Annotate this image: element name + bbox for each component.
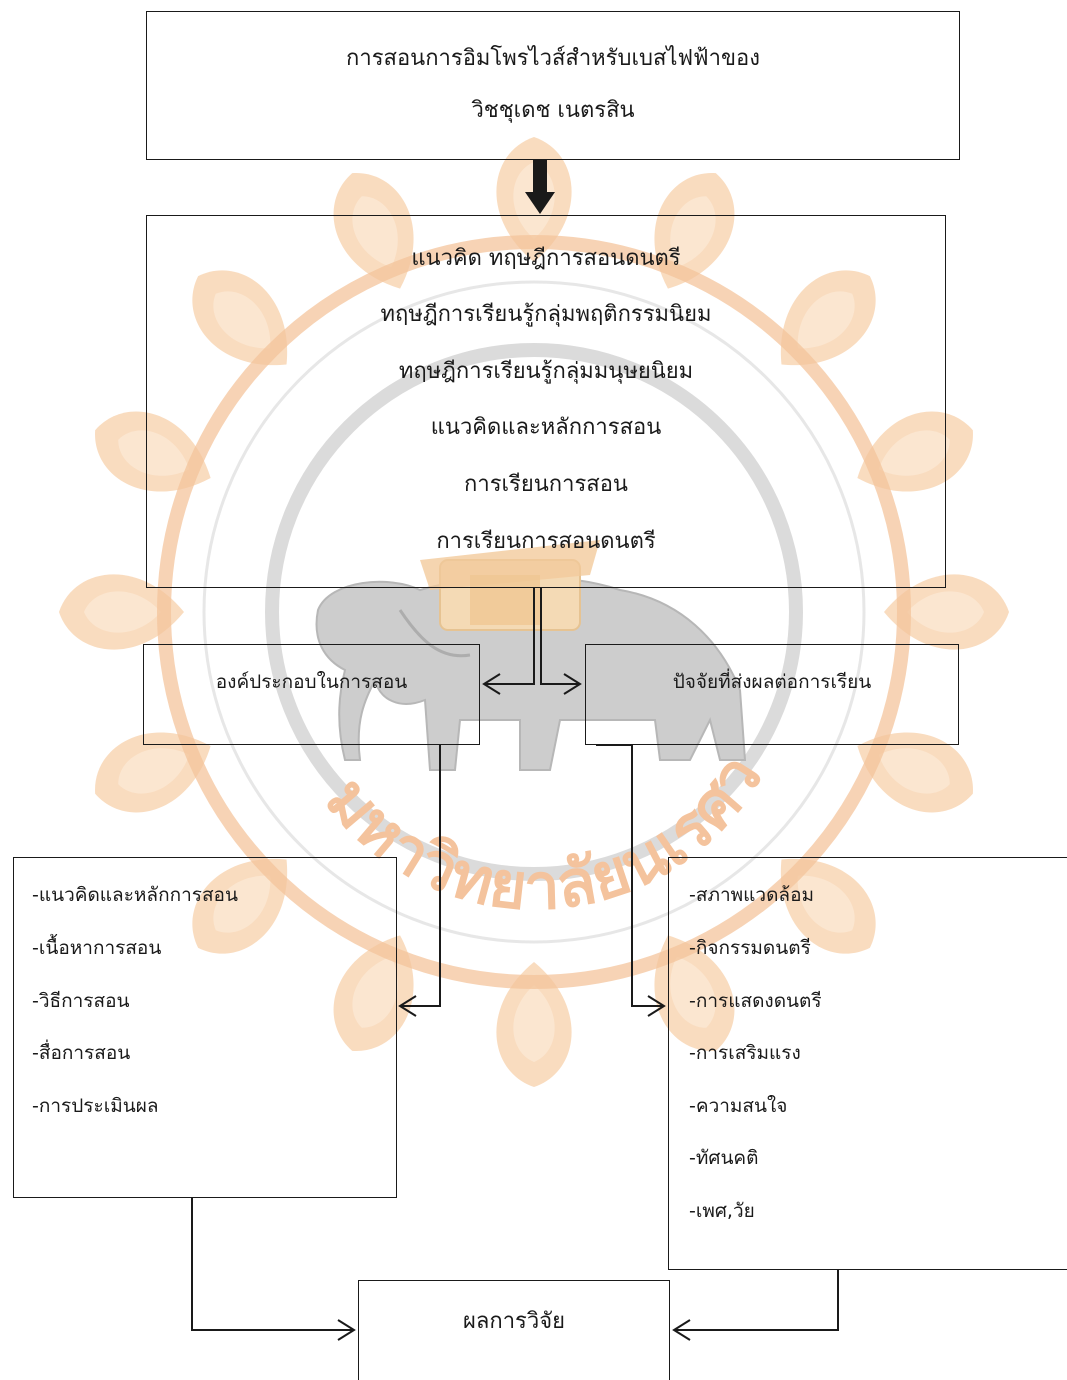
components-label: องค์ประกอบในการสอน (215, 671, 408, 693)
connector-factors-to-list (596, 744, 664, 1007)
seal-petal-inner (878, 748, 950, 794)
factors-list-item: -การแสดงดนตรี (689, 990, 822, 1012)
factors-list-box: -สภาพแวดล้อม -กิจกรรมดนตรี -การแสดงดนตรี… (668, 857, 1067, 1270)
seal-inner-ring (202, 280, 866, 944)
seal-petal-inner (352, 956, 398, 1028)
factors-list-item: -เพศ,วัย (689, 1200, 755, 1222)
connector-components-list-to-result (191, 1198, 354, 1331)
howdah-icon (420, 540, 600, 631)
result-label: ผลการวิจัย (463, 1309, 565, 1334)
concept-line-5: การเรียนการสอน (464, 472, 628, 497)
topic-box: การสอนการอิมโพรไวส์สำหรับเบสไฟฟ้าของ วิช… (146, 11, 960, 160)
components-list-box: -แนวคิดและหลักการสอน -เนื้อหาการสอน -วิธ… (13, 857, 397, 1198)
result-box: ผลการวิจัย (358, 1280, 670, 1380)
factors-list-item: -กิจกรรมดนตรี (689, 937, 811, 959)
seal-petals (59, 137, 1009, 1087)
components-list-item: -เนื้อหาการสอน (32, 937, 162, 959)
concept-line-6: การเรียนการสอนดนตรี (436, 529, 656, 554)
topic-line-1: การสอนการอิมโพรไวส์สำหรับเบสไฟฟ้าของ (346, 46, 760, 71)
arrowhead-right (563, 673, 582, 695)
concept-line-3: ทฤษฎีการเรียนรู้กลุ่มมนุษยนิยม (398, 359, 694, 384)
arrowhead-left (482, 673, 501, 695)
arrowhead-components-list (398, 995, 417, 1017)
seal-petal-inner (797, 291, 855, 349)
seal-petal-inner (513, 985, 555, 1062)
factors-box: ปัจจัยที่ส่งผลต่อการเรียน (585, 644, 959, 745)
arrowhead-result-right (672, 1319, 691, 1341)
factors-list-item: -ทัศนคติ (689, 1147, 759, 1169)
seal-petal-inner (878, 430, 950, 476)
seal-core-ring (265, 343, 803, 881)
seal-petal-inner (84, 591, 161, 633)
concept-line-4: แนวคิดและหลักการสอน (430, 415, 662, 440)
components-list-item: -วิธีการสอน (32, 990, 130, 1012)
seal-petal-inner (352, 196, 398, 268)
components-list-item: -สื่อการสอน (32, 1042, 131, 1064)
arrowhead-factors-list (647, 995, 666, 1017)
concepts-box: แนวคิด ทฤษฎีการสอนดนตรี ทฤษฎีการเรียนรู้… (146, 215, 946, 588)
factors-list-item: -สภาพแวดล้อม (689, 884, 815, 906)
concept-line-1: แนวคิด ทฤษฎีการสอนดนตรี (411, 246, 681, 271)
factors-list-item: -ความสนใจ (689, 1095, 788, 1117)
arrowhead-result-left (337, 1319, 356, 1341)
connector-factors-list-to-result (674, 1270, 839, 1331)
components-list-item: -การประเมินผล (32, 1095, 159, 1117)
concept-line-2: ทฤษฎีการเรียนรู้กลุ่มพฤติกรรมนิยม (380, 302, 712, 327)
seal-petal-inner (670, 196, 716, 268)
factors-label: ปัจจัยที่ส่งผลต่อการเรียน (672, 671, 872, 693)
seal-petal-inner (118, 430, 190, 476)
seal-petal-inner (670, 956, 716, 1028)
seal-petal-inner (213, 875, 271, 933)
seal-outer-ring (157, 235, 911, 989)
components-list-item: -แนวคิดและหลักการสอน (32, 884, 238, 906)
down-arrow-icon (525, 160, 555, 214)
connector-concepts-to-components (484, 588, 535, 685)
seal-petal-inner (907, 591, 984, 633)
seal-petal-inner (118, 748, 190, 794)
components-box: องค์ประกอบในการสอน (143, 644, 480, 745)
connector-components-to-list (400, 745, 441, 1007)
seal-petal-inner (797, 875, 855, 933)
seal-petal-inner (213, 291, 271, 349)
factors-list-item: -การเสริมแรง (689, 1042, 801, 1064)
connector-concepts-to-factors (540, 588, 580, 685)
topic-line-2: วิชชุเดช เนตรสิน (471, 98, 635, 123)
